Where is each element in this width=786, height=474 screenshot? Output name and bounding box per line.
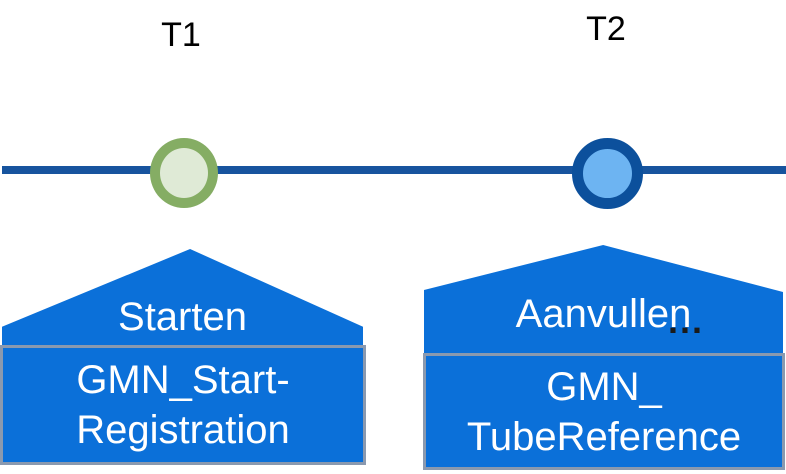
- milestone-1-action-callout: Starten: [2, 249, 363, 345]
- milestone-1-artifact-line1: GMN_Start-: [76, 358, 290, 402]
- milestone-2-artifact-line2: TubeReference: [466, 414, 742, 459]
- milestone-1-artifact-line2: Registration: [76, 408, 290, 452]
- milestone-1-artifact-box: GMN_Start- Registration: [0, 345, 366, 465]
- milestone-2-artifact-line1: GMN_: [546, 364, 662, 409]
- ellipsis-text: ...: [668, 300, 705, 341]
- milestone-1-action-label: Starten: [118, 295, 247, 339]
- milestone-2-artifact-box: GMN_ TubeReference: [423, 353, 785, 470]
- milestone-1-marker-circle: [150, 138, 218, 208]
- milestone-1-time-label: T1: [161, 16, 201, 54]
- milestone-2-action-label: Aanvullen: [515, 292, 692, 336]
- milestone-2-marker-circle: [572, 138, 643, 209]
- milestone-2-action-callout: Aanvullen: [424, 245, 783, 353]
- milestone-2-time-label: T2: [586, 10, 626, 48]
- timeline-axis-line: [2, 166, 786, 174]
